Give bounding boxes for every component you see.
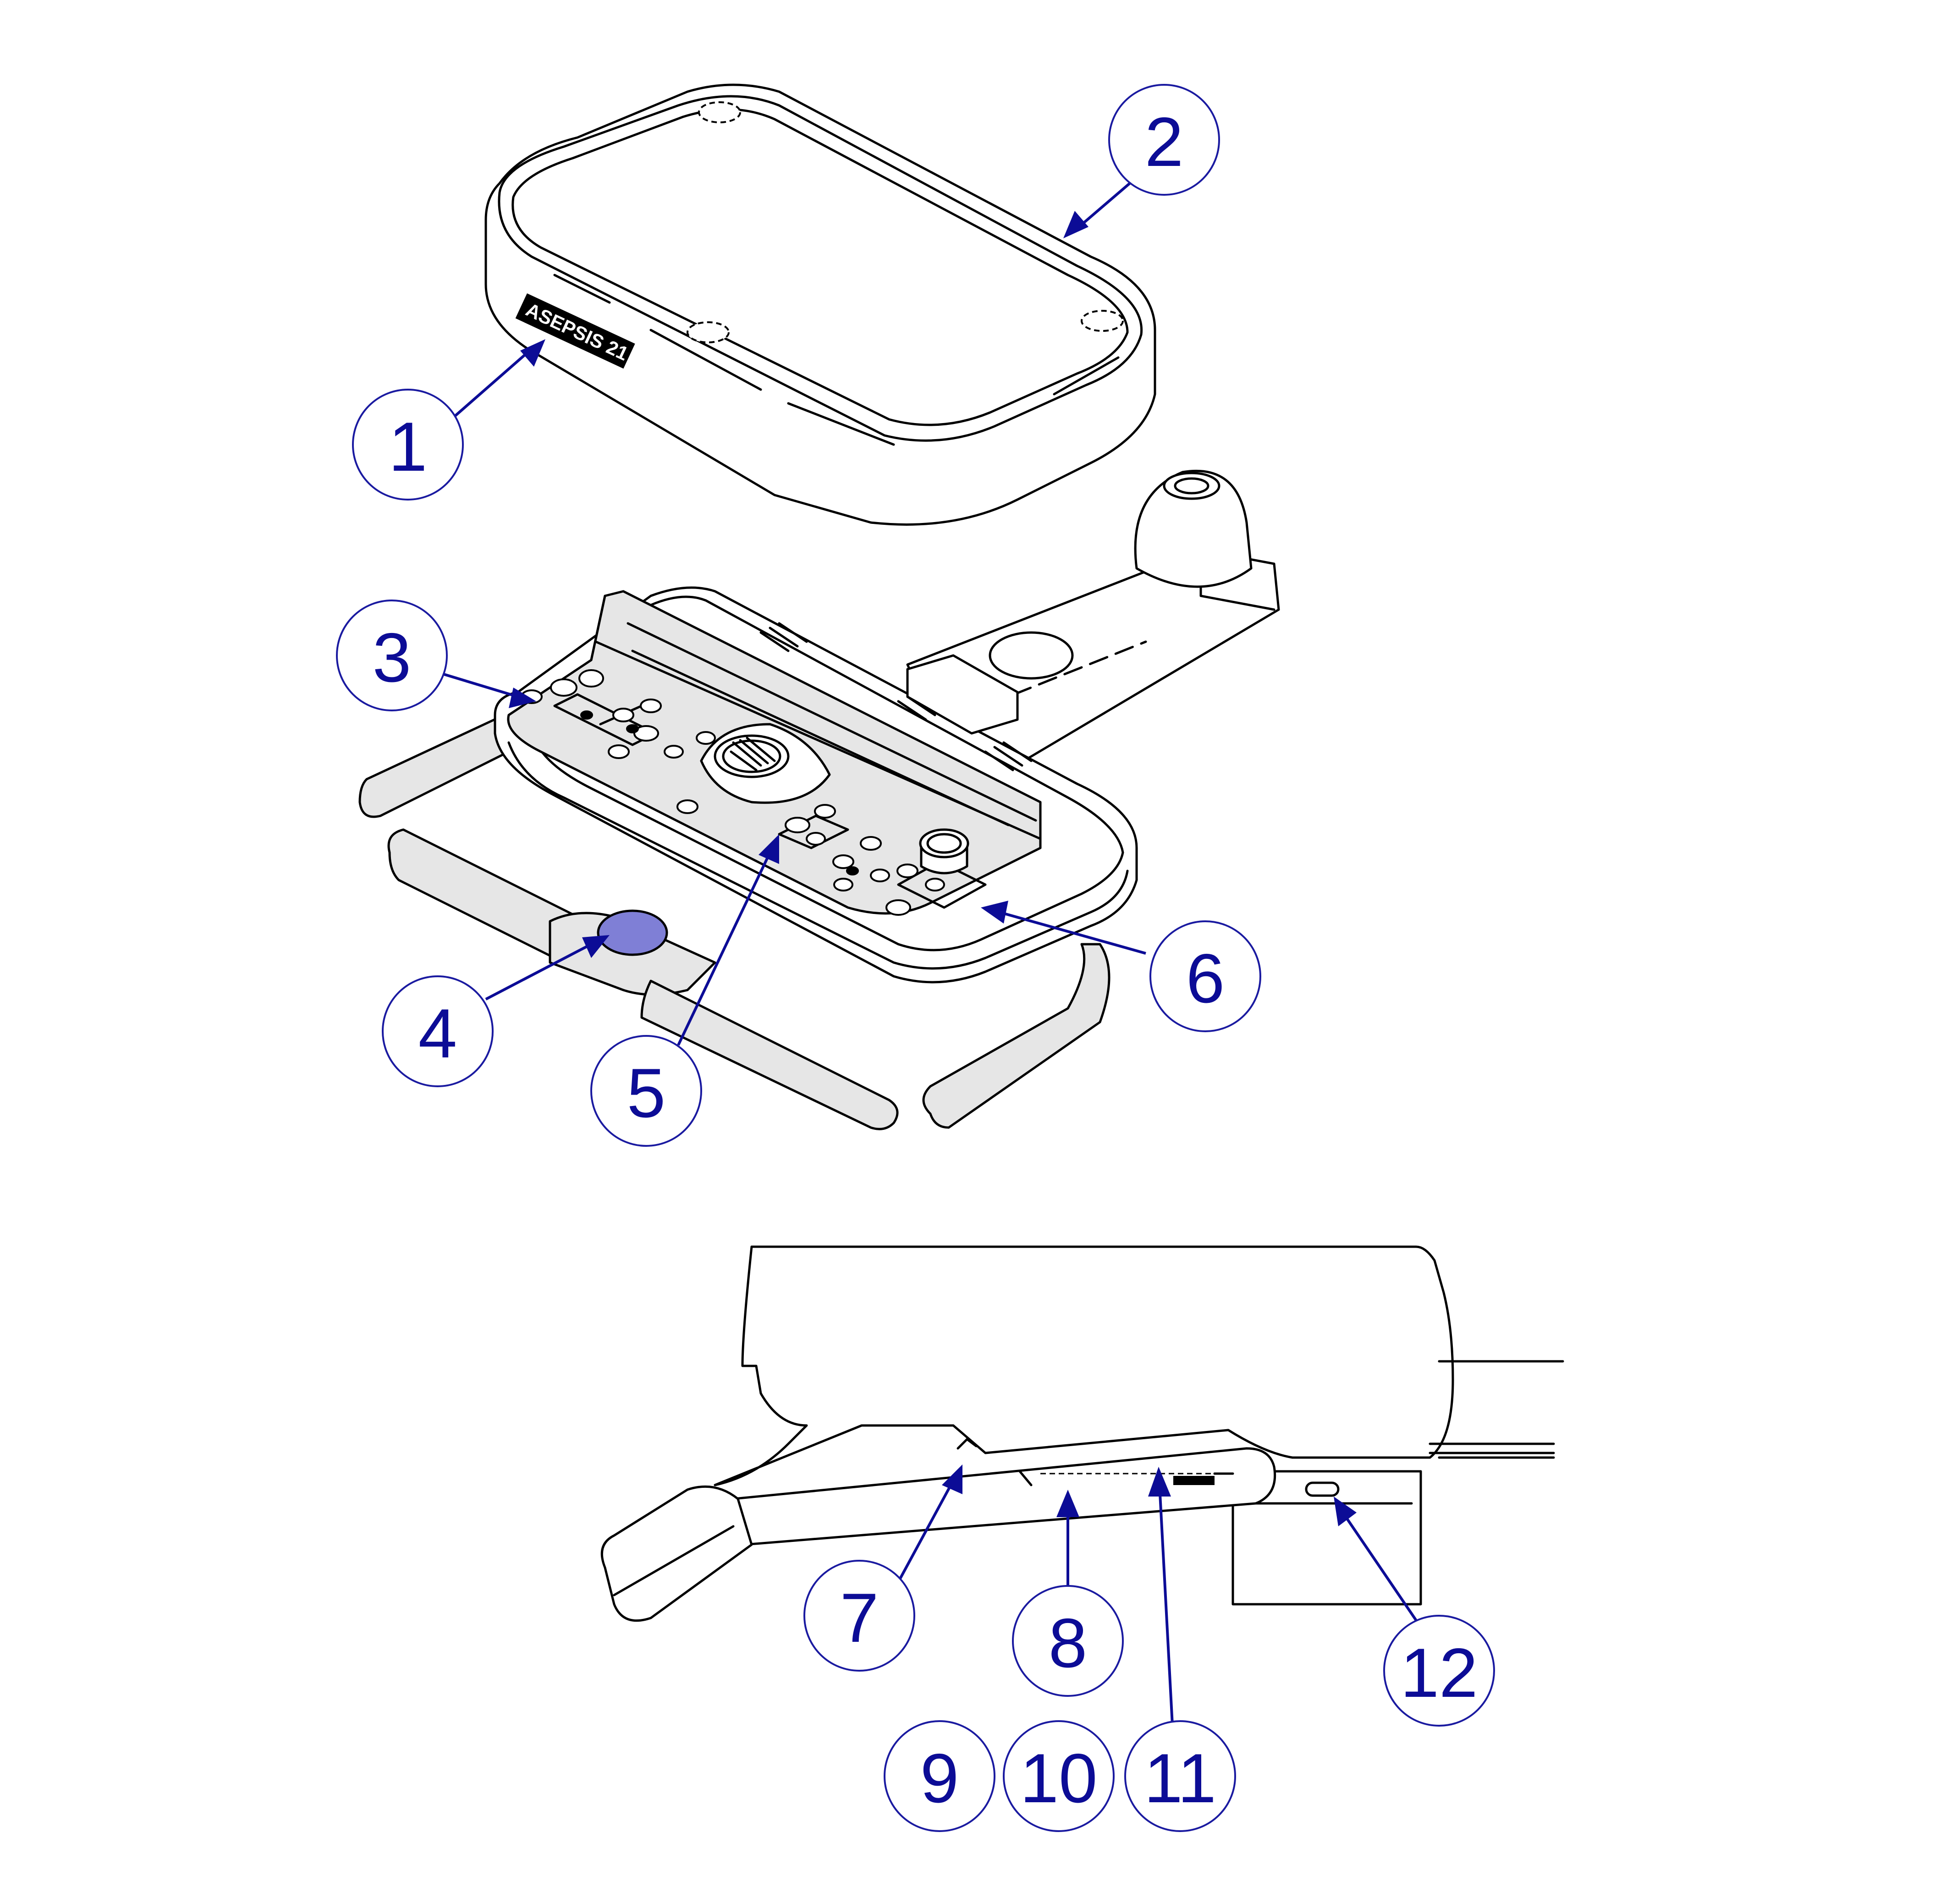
callout-11: 11 xyxy=(1124,1720,1236,1832)
callout-12: 12 xyxy=(1383,1615,1495,1727)
callout-9-label: 9 xyxy=(920,1739,959,1817)
foot-control-button[interactable] xyxy=(597,909,668,956)
callout-7-label: 7 xyxy=(840,1579,879,1657)
callout-10: 10 xyxy=(1003,1720,1115,1832)
callout-12-label: 12 xyxy=(1400,1634,1478,1712)
callout-10-label: 10 xyxy=(1020,1739,1097,1817)
callout-2: 2 xyxy=(1108,84,1220,196)
callout-8-label: 8 xyxy=(1049,1604,1088,1682)
console-assembly xyxy=(358,469,1280,1130)
callout-6-label: 6 xyxy=(1186,940,1225,1018)
panel-buttons xyxy=(521,669,945,916)
foot-3 xyxy=(1081,310,1124,332)
callout-7: 7 xyxy=(803,1560,915,1672)
callout-3-label: 3 xyxy=(373,619,412,697)
callout-2-label: 2 xyxy=(1145,103,1184,181)
callout-8: 8 xyxy=(1012,1585,1124,1697)
callout-1: 1 xyxy=(352,389,464,501)
foot-2 xyxy=(687,321,730,343)
callout-3: 3 xyxy=(336,600,448,711)
callout-11-label: 11 xyxy=(1144,1739,1216,1817)
callout-6: 6 xyxy=(1149,920,1261,1032)
side-view xyxy=(600,1245,1564,1622)
cover-lid: ASEPSIS 21 xyxy=(484,83,1156,526)
adjustment-knob[interactable] xyxy=(1305,1481,1340,1497)
callout-1-label: 1 xyxy=(389,408,428,486)
callout-4: 4 xyxy=(382,975,494,1087)
leader-lines xyxy=(442,168,1422,1742)
callout-9: 9 xyxy=(884,1720,995,1832)
foot-1 xyxy=(698,101,741,123)
callout-4-label: 4 xyxy=(418,995,457,1073)
callout-5: 5 xyxy=(590,1035,702,1147)
callout-5-label: 5 xyxy=(627,1054,666,1132)
